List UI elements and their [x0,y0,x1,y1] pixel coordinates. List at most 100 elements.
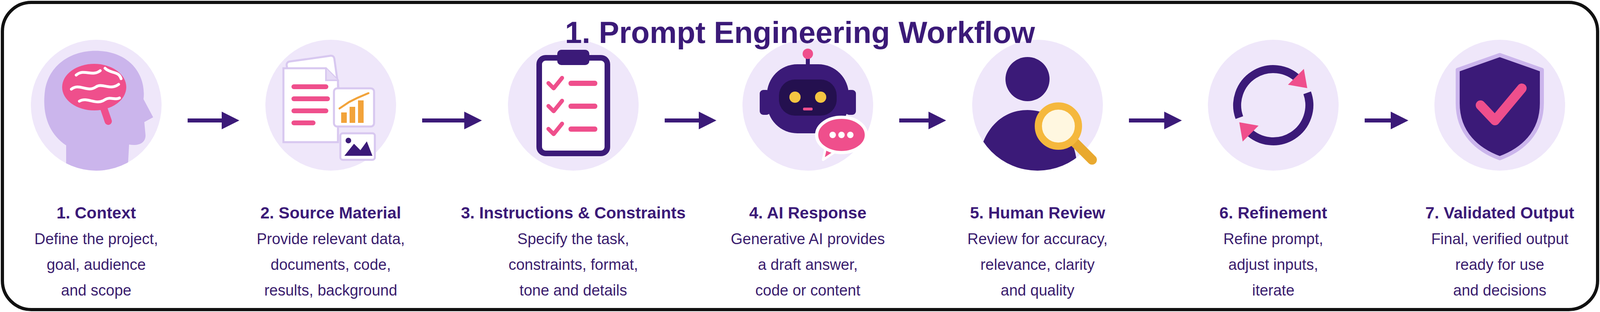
brain-fold [105,68,122,79]
magnifier-handle [1072,140,1093,160]
context-icon [30,39,162,174]
chart-bar [349,106,356,123]
antenna-tip [802,48,814,59]
refinement-icon [1207,39,1339,171]
brain-shape [62,63,127,111]
icon-circle [507,39,639,171]
text-line: and scope [0,277,225,303]
robot-mouth [803,107,813,111]
step-text-group: 7. Validated OutputFinal, verified outpu… [1371,202,1600,303]
validated-output-icon [1434,39,1566,171]
text-line: constraints, format, [445,251,702,278]
text-line-mark [291,96,330,102]
list-line [568,80,598,86]
bubble-dot [829,131,836,138]
workflow-step: 3. Instructions & ConstraintsSpecify the… [481,38,665,304]
text-line: goal, audience [0,251,225,278]
icon-circle [265,39,397,171]
text-line: Provide relevant data, [202,225,460,252]
text-line: and decisions [1371,277,1600,303]
workflow-step: 4. AI ResponseGenerative AI provides a d… [716,38,900,304]
text-line: tone and details [445,277,702,303]
robot-face [778,79,837,116]
shield-shape [1457,54,1542,158]
workflow-step: 5. Human ReviewReview for accuracy, rele… [946,38,1129,304]
icon-circle [1207,39,1339,171]
step-text-group: 1. ContextDefine the project, goal, audi… [0,202,225,303]
list-line [568,103,598,109]
text-line: code or content [679,277,937,303]
text-line: and quality [909,277,1166,303]
text-line: Final, verified output [1371,225,1600,252]
image-sun [345,137,352,144]
brain-fold [79,97,120,102]
human-review-icon [972,39,1103,176]
icon-circle [1434,39,1566,171]
workflow-step: 1. ContextDefine the project, goal, audi… [4,38,188,304]
robot-eye [815,91,827,103]
image-card [340,133,375,160]
cycle-arrowhead [1288,68,1308,89]
chart-card [333,88,375,127]
bubble-dot [847,131,854,138]
step-text-group: 4. AI ResponseGenerative AI provides a d… [679,202,937,303]
step-text-group: 6. RefinementRefine prompt, adjust input… [1144,202,1402,303]
text-line: Refine prompt, [1144,225,1402,252]
clipboard-board [539,57,608,154]
check-mark [548,77,563,89]
step-description: Generative AI provides a draft answer, c… [679,225,937,303]
step-text-group: 5. Human ReviewReview for accuracy, rele… [909,202,1166,303]
step-text-group: 3. Instructions & ConstraintsSpecify the… [445,202,702,303]
workflow-step: 7. Validated OutputFinal, verified outpu… [1408,38,1592,304]
step-description: Review for accuracy, relevance, clarity … [909,225,1166,303]
step-description: Refine prompt, adjust inputs, iterate [1144,225,1402,303]
ai-response-icon [742,39,874,171]
diagram-title: 1. Prompt Engineering Workflow [0,14,1600,51]
flow-arrow [664,118,708,123]
flow-arrow [1128,118,1174,123]
step-description: Final, verified output ready for use and… [1371,225,1600,303]
step-description: Provide relevant data, documents, code, … [202,225,460,303]
magnifier-lens [1038,105,1079,146]
check-mark [548,100,563,112]
step-description: Specify the task, constraints, format, t… [445,225,702,303]
step-title: 4. AI Response [679,202,937,223]
text-line: ready for use [1371,251,1600,278]
brain-fold [76,70,101,75]
flow-arrow [899,118,938,123]
step-title: 7. Validated Output [1371,202,1600,223]
clipboard-clip [557,49,590,65]
cycle-arrowhead [1239,121,1259,142]
workflow-step: 6. RefinementRefine prompt, adjust input… [1181,38,1365,304]
head-silhouette [44,50,154,174]
list-line [568,126,598,132]
text-line-mark [291,120,316,126]
bubble-dot [838,131,845,138]
chart-trend [339,93,369,109]
text-line-mark [291,84,329,90]
check-mark [548,123,563,134]
step-title: 5. Human Review [909,202,1166,223]
text-line: documents, code, [202,251,460,278]
chart-bar [358,100,364,123]
text-line: Define the project, [0,225,225,252]
edge-group [187,120,1400,121]
text-line: Specify the task, [445,225,702,252]
text-line: iterate [1144,277,1402,303]
flow-arrow [187,118,231,123]
step-title: 6. Refinement [1144,202,1402,223]
person-head [1005,56,1050,102]
text-line: Review for accuracy, [909,225,1166,252]
brain-fold [71,84,119,90]
workflow-step: 2. Source MaterialProvide relevant data,… [239,38,423,304]
text-line: results, background [202,277,460,303]
page-fold [325,68,338,81]
chat-bubble [816,117,867,153]
chart-bar [341,112,347,123]
text-line: adjust inputs, [1144,251,1402,278]
text-line: relevance, clarity [909,251,1166,278]
step-title: 1. Context [0,202,225,223]
source-material-icon [265,39,397,171]
